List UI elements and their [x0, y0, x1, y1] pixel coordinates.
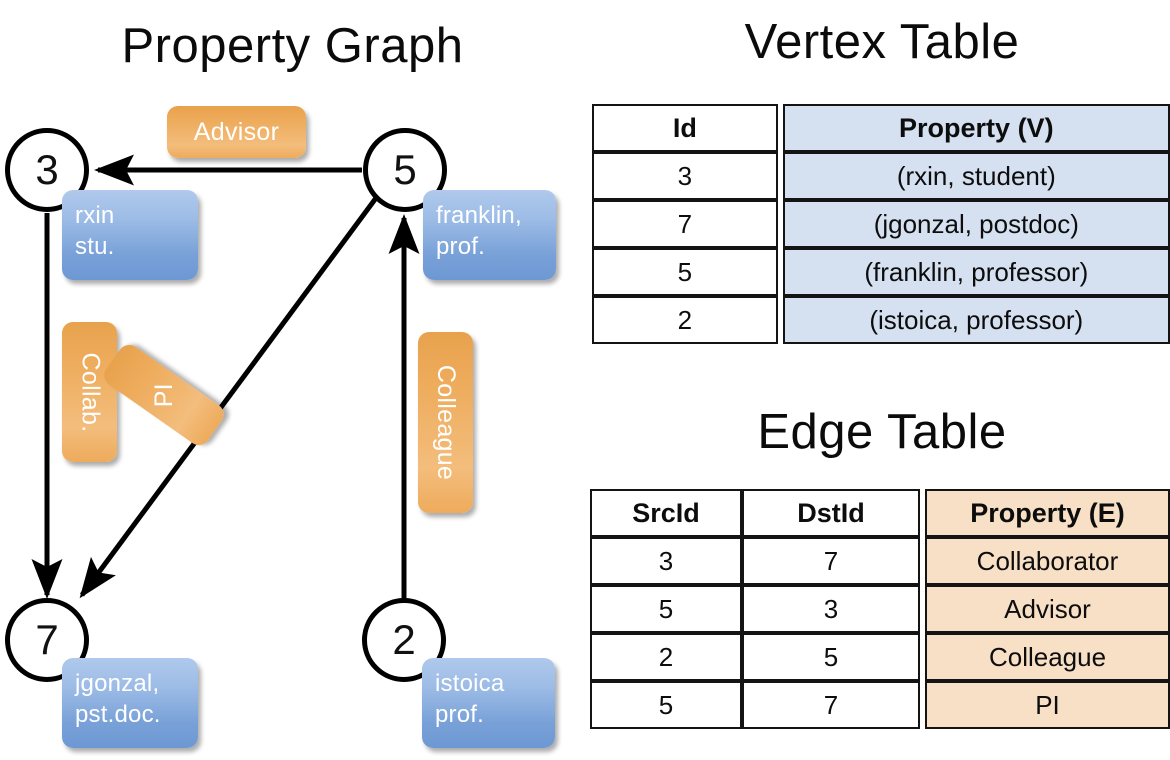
- edge-row-3-property: PI: [925, 681, 1170, 729]
- table-row[interactable]: 2 (istoica, professor): [592, 296, 1170, 344]
- edge-5-to-7: [79, 196, 379, 599]
- edge-row-0-property: Collaborator: [925, 537, 1170, 585]
- vertex-row-2-property: (franklin, professor): [782, 248, 1170, 296]
- graph-edges-layer: [31, 154, 420, 638]
- table-row[interactable]: 2 5 Colleague: [590, 633, 1170, 681]
- edge-table: SrcId DstId Property (E) 3 7 Collaborato…: [590, 489, 1170, 729]
- graph-node-2-property-line2: prof.: [435, 700, 485, 728]
- edge-label-colleague-text: Colleague: [432, 364, 461, 481]
- graph-node-2-property-line1: istoica: [435, 670, 505, 697]
- edge-label-advisor: Advisor: [167, 106, 306, 158]
- edge-row-0-dst: 7: [742, 537, 920, 585]
- graph-node-3-property-line2: stu.: [75, 232, 115, 260]
- edge-row-2-property: Colleague: [925, 633, 1170, 681]
- edge-label-pi-text: PI: [149, 382, 178, 408]
- vertex-table-header-property: Property (V): [782, 104, 1170, 152]
- vertex-row-2-id: 5: [592, 248, 778, 296]
- graph-node-3-property-line1: rxin: [75, 202, 115, 229]
- edge-row-1-dst: 3: [742, 585, 920, 633]
- graph-node-2-property: istoica prof.: [422, 658, 555, 748]
- edge-table-header-property: Property (E): [925, 489, 1170, 537]
- graph-node-7-property-line1: jgonzal,: [75, 670, 160, 697]
- edge-table-header-row: SrcId DstId Property (E): [590, 489, 1170, 537]
- edge-row-2-dst: 5: [742, 633, 920, 681]
- edge-row-1-property: Advisor: [925, 585, 1170, 633]
- edge-row-0-src: 3: [590, 537, 742, 585]
- table-row[interactable]: 5 7 PI: [590, 681, 1170, 729]
- vertex-row-0-id: 3: [592, 152, 778, 200]
- vertex-table: Id Property (V) 3 (rxin, student) 7 (jgo…: [592, 104, 1170, 344]
- graph-node-3-property: rxin stu.: [62, 190, 198, 280]
- column-gap: [920, 585, 925, 633]
- edge-label-colleague: Colleague: [418, 332, 473, 513]
- column-gap: [777, 296, 783, 344]
- column-gap: [920, 681, 925, 729]
- edge-table-header-srcid: SrcId: [590, 489, 742, 537]
- table-row[interactable]: 5 (franklin, professor): [592, 248, 1170, 296]
- column-gap: [777, 152, 783, 200]
- table-row[interactable]: 3 (rxin, student): [592, 152, 1170, 200]
- vertex-table-title: Vertex Table: [744, 15, 1020, 69]
- table-row[interactable]: 7 (jgonzal, postdoc): [592, 200, 1170, 248]
- edge-label-advisor-text: Advisor: [193, 117, 280, 146]
- column-gap: [920, 633, 925, 681]
- edge-row-3-dst: 7: [742, 681, 920, 729]
- vertex-row-1-id: 7: [592, 200, 778, 248]
- edge-label-collab-text: Collab.: [76, 352, 105, 432]
- graph-node-7-property: jgonzal, pst.doc.: [62, 658, 198, 748]
- edge-label-collab: Collab.: [62, 322, 117, 462]
- vertex-row-3-id: 2: [592, 296, 778, 344]
- column-gap: [920, 489, 925, 537]
- edge-row-2-src: 2: [590, 633, 742, 681]
- column-gap: [777, 200, 783, 248]
- property-graph-diagram: 3 rxin stu. 5 franklin, prof. 7 jgonzal,…: [0, 90, 585, 760]
- vertex-table-header-row: Id Property (V): [592, 104, 1170, 152]
- graph-node-5-property-line1: franklin,: [436, 202, 522, 229]
- column-gap: [777, 248, 783, 296]
- vertex-row-0-property: (rxin, student): [782, 152, 1170, 200]
- table-row[interactable]: 3 7 Collaborator: [590, 537, 1170, 585]
- graph-node-5-property-line2: prof.: [436, 232, 486, 260]
- edge-row-3-src: 5: [590, 681, 742, 729]
- edge-table-title: Edge Table: [757, 405, 1007, 459]
- table-row[interactable]: 5 3 Advisor: [590, 585, 1170, 633]
- edge-table-header-dstid: DstId: [742, 489, 920, 537]
- vertex-table-header-id: Id: [592, 104, 778, 152]
- property-graph-title: Property Graph: [121, 19, 464, 73]
- vertex-row-1-property: (jgonzal, postdoc): [782, 200, 1170, 248]
- graph-node-5-property: franklin, prof.: [423, 190, 556, 280]
- column-gap: [777, 104, 783, 152]
- graph-node-7-property-line2: pst.doc.: [75, 700, 161, 728]
- edge-row-1-src: 5: [590, 585, 742, 633]
- vertex-row-3-property: (istoica, professor): [782, 296, 1170, 344]
- column-gap: [920, 537, 925, 585]
